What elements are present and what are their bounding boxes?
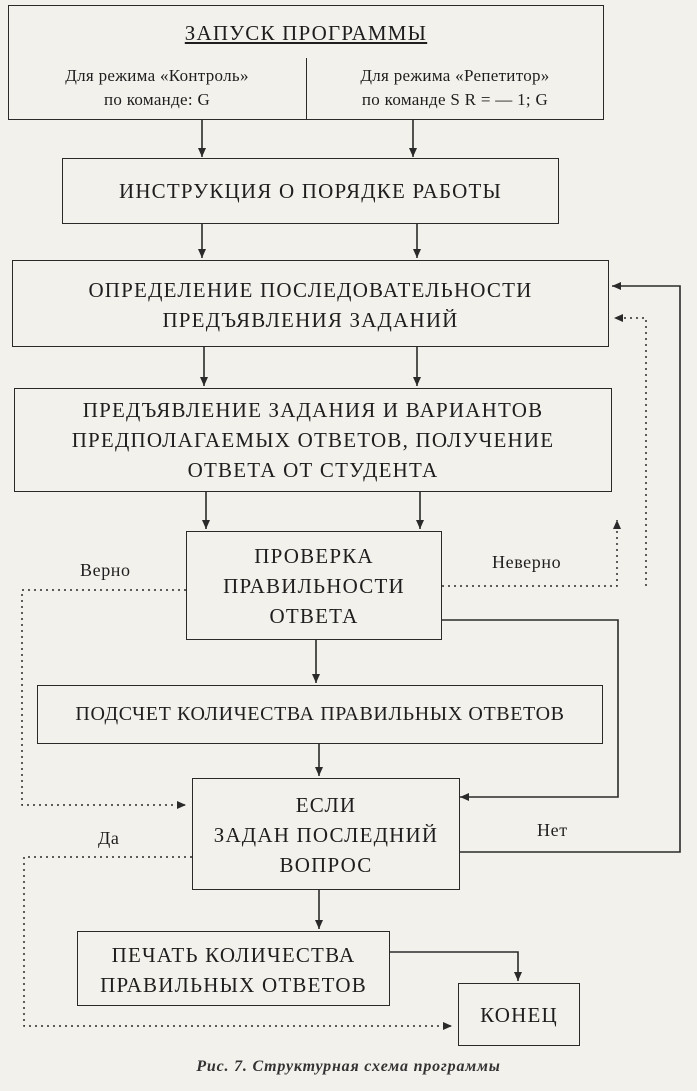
sequence-line-1: ОПРЕДЕЛЕНИЕ ПОСЛЕДОВАТЕЛЬНОСТИ xyxy=(88,278,533,302)
start-title: ЗАПУСК ПРОГРАММЫ xyxy=(184,21,428,45)
sequence-box: ОПРЕДЕЛЕНИЕ ПОСЛЕДОВАТЕЛЬНОСТИ ПРЕДЪЯВЛЕ… xyxy=(12,260,609,347)
last-question-line-1: ЕСЛИ xyxy=(295,793,357,817)
instruction-box: ИНСТРУКЦИЯ О ПОРЯДКЕ РАБОТЫ xyxy=(62,158,559,224)
mode-tutor-line-2: по команде S R = — 1; G xyxy=(361,90,549,109)
instruction-text: ИНСТРУКЦИЯ О ПОРЯДКЕ РАБОТЫ xyxy=(118,179,503,203)
check-text: ПРОВЕРКА ПРАВИЛЬНОСТИ ОТВЕТА xyxy=(187,541,441,631)
last-question-box: ЕСЛИ ЗАДАН ПОСЛЕДНИЙ ВОПРОС xyxy=(192,778,460,890)
dotted-wrong-path xyxy=(442,520,621,587)
present-box: ПРЕДЪЯВЛЕНИЕ ЗАДАНИЯ И ВАРИАНТОВ ПРЕДПОЛ… xyxy=(14,388,612,492)
label-yes: Да xyxy=(98,828,120,848)
present-text: ПРЕДЪЯВЛЕНИЕ ЗАДАНИЯ И ВАРИАНТОВ ПРЕДПОЛ… xyxy=(15,395,611,485)
label-no: Нет xyxy=(537,820,568,840)
last-question-line-3: ВОПРОС xyxy=(279,853,373,877)
start-box: ЗАПУСК ПРОГРАММЫ Для режима «Контроль» п… xyxy=(8,5,604,120)
check-line-2: ПРАВИЛЬНОСТИ xyxy=(223,574,405,598)
count-box: ПОДСЧЕТ КОЛИЧЕСТВА ПРАВИЛЬНЫХ ОТВЕТОВ xyxy=(37,685,603,744)
dotted-wrong-return xyxy=(614,314,647,586)
arrow-no-loop xyxy=(460,282,681,853)
label-correct: Верно xyxy=(80,560,131,580)
arrow-print-end xyxy=(390,951,522,981)
present-line-2: ПРЕДПОЛАГАЕМЫХ ОТВЕТОВ, ПОЛУЧЕНИЕ xyxy=(71,428,555,452)
end-box: КОНЕЦ xyxy=(458,983,580,1046)
mode-control-text: Для режима «Контроль» по команде: G xyxy=(9,64,305,112)
check-line-3: ОТВЕТА xyxy=(269,604,359,628)
last-question-line-2: ЗАДАН ПОСЛЕДНИЙ xyxy=(213,823,439,847)
present-line-3: ОТВЕТА ОТ СТУДЕНТА xyxy=(187,458,439,482)
mode-control-line-2: по команде: G xyxy=(103,90,211,109)
figure-caption: Рис. 7. Структурная схема программы xyxy=(196,1058,501,1075)
arrow-check-to-last xyxy=(442,619,619,801)
print-box: ПЕЧАТЬ КОЛИЧЕСТВА ПРАВИЛЬНЫХ ОТВЕТОВ xyxy=(77,931,390,1006)
label-wrong: Неверно xyxy=(492,552,562,572)
last-question-text: ЕСЛИ ЗАДАН ПОСЛЕДНИЙ ВОПРОС xyxy=(193,790,459,880)
sequence-line-2: ПРЕДЪЯВЛЕНИЯ ЗАДАНИЙ xyxy=(162,308,459,332)
print-line-1: ПЕЧАТЬ КОЛИЧЕСТВА xyxy=(111,943,356,967)
print-line-2: ПРАВИЛЬНЫХ ОТВЕТОВ xyxy=(100,973,367,997)
end-text: КОНЕЦ xyxy=(480,1003,558,1027)
print-text: ПЕЧАТЬ КОЛИЧЕСТВА ПРАВИЛЬНЫХ ОТВЕТОВ xyxy=(78,940,389,1000)
mode-separator xyxy=(306,58,307,120)
mode-tutor-text: Для режима «Репетитор» по команде S R = … xyxy=(307,64,603,112)
present-line-1: ПРЕДЪЯВЛЕНИЕ ЗАДАНИЯ И ВАРИАНТОВ xyxy=(82,398,544,422)
check-box: ПРОВЕРКА ПРАВИЛЬНОСТИ ОТВЕТА xyxy=(186,531,442,640)
mode-tutor-line-1: Для режима «Репетитор» xyxy=(360,66,550,85)
mode-control-line-1: Для режима «Контроль» xyxy=(65,66,249,85)
sequence-text: ОПРЕДЕЛЕНИЕ ПОСЛЕДОВАТЕЛЬНОСТИ ПРЕДЪЯВЛЕ… xyxy=(13,275,608,335)
check-line-1: ПРОВЕРКА xyxy=(254,544,374,568)
dotted-correct-path xyxy=(21,589,186,809)
dotted-yes-path xyxy=(23,856,452,1030)
count-text: ПОДСЧЕТ КОЛИЧЕСТВА ПРАВИЛЬНЫХ ОТВЕТОВ xyxy=(75,703,565,725)
